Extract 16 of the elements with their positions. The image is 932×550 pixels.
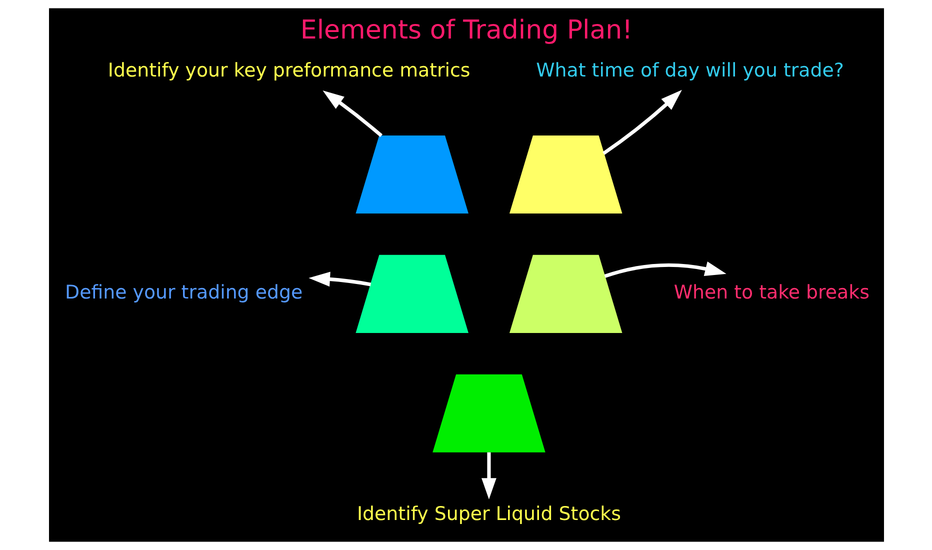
arrow [604, 261, 726, 278]
arrow [308, 272, 371, 287]
node-text: What time of day will you trade? [536, 60, 844, 82]
arrow [602, 90, 682, 155]
node-text: Identify Super Liquid Stocks [356, 503, 620, 526]
diagram-title: Elements of Trading Plan! [300, 16, 632, 46]
node-wedge [355, 254, 468, 333]
arrow [481, 452, 496, 500]
node-wedge [508, 135, 622, 214]
arrow [322, 90, 382, 138]
node-wedge [355, 135, 468, 214]
node-wedge [508, 254, 622, 333]
node-text: When to take breaks [673, 281, 869, 304]
node-wedge [432, 374, 545, 452]
node-text: Define your trading edge [64, 281, 302, 304]
node-text: Identify your key preformance matrics [107, 60, 470, 82]
